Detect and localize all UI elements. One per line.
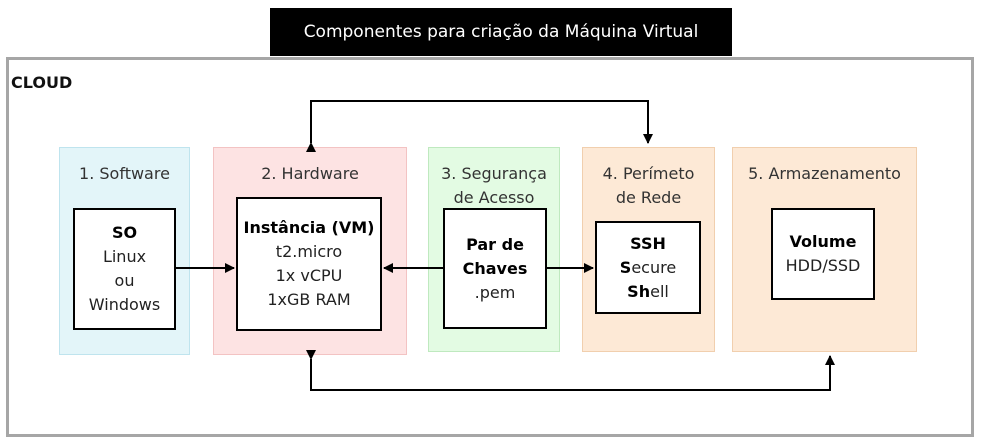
key-pair-heading-line2: Chaves bbox=[462, 258, 528, 278]
arrow-hardware-storage bbox=[306, 350, 835, 391]
diagram-title-text: Componentes para criação da Máquina Virt… bbox=[303, 22, 699, 42]
ssh-word-secure: Secure bbox=[619, 257, 677, 277]
key-pair-heading-line1: Par de bbox=[466, 234, 524, 254]
os-box: SO Linux ou Windows bbox=[73, 208, 176, 330]
panel-network-perimeter-title: 4. Perímeto de Rede bbox=[602, 164, 695, 207]
cloud-label: CLOUD bbox=[11, 73, 73, 92]
panel-hardware-title: 2. Hardware bbox=[261, 164, 359, 183]
volume-box-heading: Volume bbox=[789, 232, 857, 251]
diagram-title: Componentes para criação da Máquina Virt… bbox=[270, 8, 732, 56]
panel-storage-title: 5. Armazenamento bbox=[748, 164, 901, 183]
instance-box-heading: Instância (VM) bbox=[243, 218, 375, 237]
key-pair-box: Par de Chaves .pem bbox=[443, 208, 547, 329]
arrow-hardware-network bbox=[306, 100, 653, 152]
panel-software-title: 1. Software bbox=[79, 164, 170, 183]
ssh-box-heading: SSH bbox=[630, 233, 666, 253]
os-box-heading: SO bbox=[111, 223, 138, 242]
ssh-box: SSH Secure Shell bbox=[595, 221, 701, 314]
instance-box: Instância (VM) t2.micro 1x vCPU 1xGB RAM bbox=[236, 197, 382, 331]
panel-access-security-title: 3. Segurança de Acesso bbox=[441, 164, 547, 207]
volume-box: Volume HDD/SSD bbox=[771, 208, 875, 300]
ssh-word-shell: Shell bbox=[627, 281, 669, 301]
